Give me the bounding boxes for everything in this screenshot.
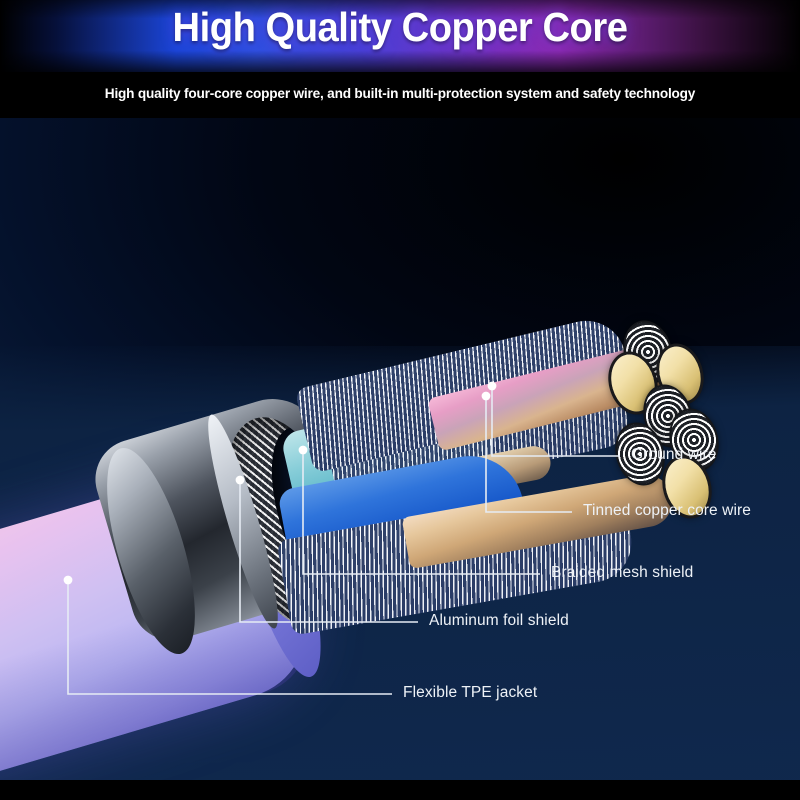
- header-banner: High Quality Copper Core: [0, 0, 800, 72]
- dot-tinned-copper-core-wire: [481, 391, 491, 401]
- dot-flexible-tpe-jacket: [63, 575, 73, 585]
- callout-label-braided-mesh-shield: Braided mesh shield: [551, 564, 694, 581]
- callout-label-aluminum-foil-shield: Aluminum foil shield: [429, 612, 569, 629]
- leader-braided-mesh-shield: [302, 450, 540, 575]
- callout-label-flexible-tpe-jacket: Flexible TPE jacket: [403, 684, 538, 701]
- leader-ground-wire: [491, 386, 620, 457]
- diagram-stage: Ground wire Tinned copper core wire Brai…: [0, 118, 800, 790]
- leader-tinned-copper-core-wire: [485, 396, 572, 513]
- leader-flexible-tpe-jacket: [67, 580, 392, 695]
- bottom-bar: [0, 780, 800, 790]
- dot-aluminum-foil-shield: [235, 475, 245, 485]
- leader-lines: [63, 381, 620, 695]
- leader-endpoint-dots: [63, 381, 497, 585]
- header-subtitle: High quality four-core copper wire, and …: [104, 86, 696, 102]
- callout-label-ground-wire: Ground wire: [631, 446, 717, 463]
- page-title: High Quality Copper Core: [172, 4, 628, 50]
- dot-braided-mesh-shield: [298, 445, 308, 455]
- callout-label-tinned-copper-core-wire: Tinned copper core wire: [583, 502, 752, 519]
- dot-ground-wire: [487, 381, 497, 391]
- header-gradient: [0, 0, 800, 72]
- leader-aluminum-foil-shield: [239, 480, 418, 623]
- callout-layer: Ground wire Tinned copper core wire Brai…: [0, 118, 800, 790]
